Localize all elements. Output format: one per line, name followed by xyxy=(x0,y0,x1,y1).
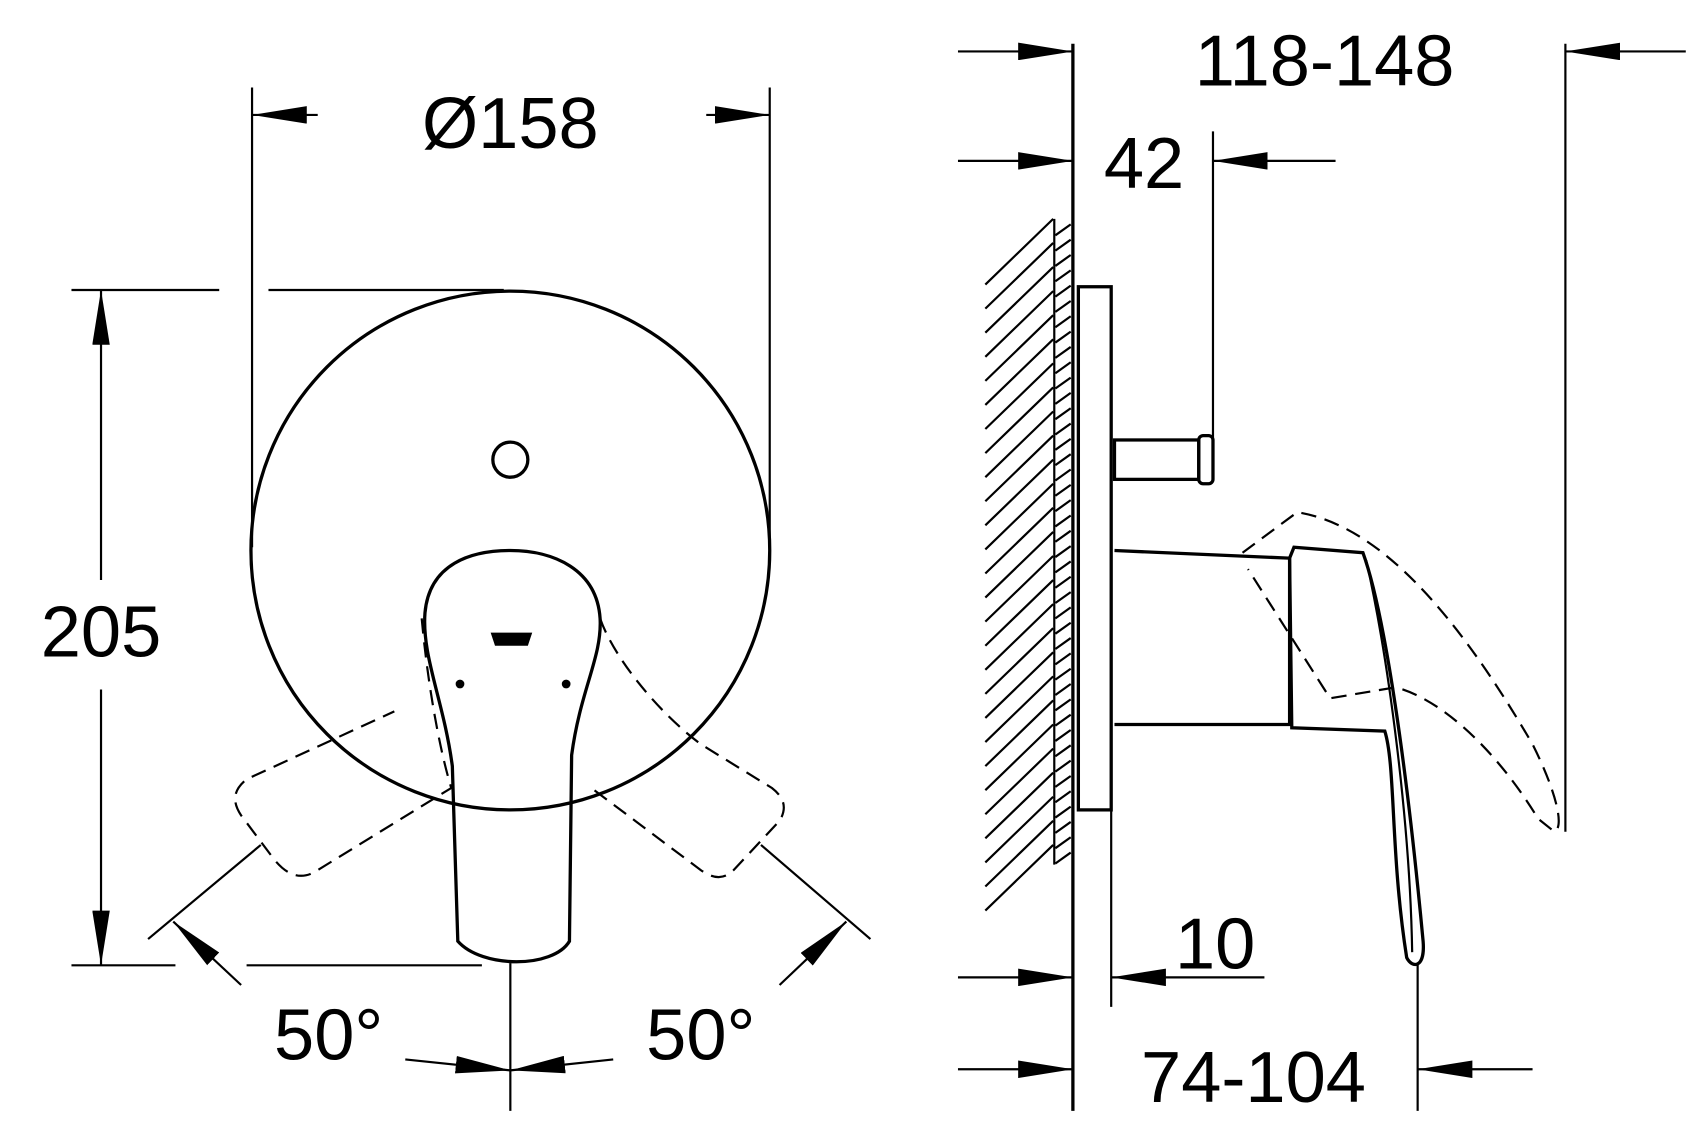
hatch-line xyxy=(1054,499,1072,512)
lever-label: 74-104 xyxy=(1141,1038,1366,1118)
hatch-line xyxy=(1054,392,1072,405)
hatch-line xyxy=(1054,238,1072,252)
hatch-line xyxy=(1054,422,1072,436)
hatch-line xyxy=(1054,407,1072,421)
diameter-label: Ø158 xyxy=(422,84,599,164)
hatch-line xyxy=(984,579,1054,647)
hatch-line xyxy=(984,651,1054,719)
hatch-line xyxy=(1054,652,1072,666)
hatch-line xyxy=(1054,361,1072,375)
hatch-line xyxy=(984,434,1054,503)
hatch-line xyxy=(1054,300,1072,313)
hatch-line xyxy=(1054,713,1072,727)
hatch-line xyxy=(984,242,1054,310)
cover-plate-side xyxy=(1076,285,1113,812)
hatch-line xyxy=(1054,851,1072,865)
hatch-line xyxy=(1054,437,1072,451)
valve-body xyxy=(1114,548,1292,727)
hatch-line xyxy=(984,482,1054,551)
lever-side-raised xyxy=(1241,511,1560,834)
lever-right-rotated xyxy=(590,618,785,879)
hatch-line xyxy=(1054,821,1072,834)
hatch-line xyxy=(984,290,1054,358)
hatch-line xyxy=(1054,254,1072,267)
hatch-line xyxy=(1054,346,1072,359)
hatch-line xyxy=(984,314,1054,382)
hatch-line xyxy=(1054,790,1072,804)
lever-left-rotated xyxy=(234,618,453,877)
hatch-line xyxy=(1054,269,1072,283)
hatch-line xyxy=(984,723,1054,791)
hatch-line xyxy=(984,458,1054,527)
hatch-line xyxy=(984,507,1054,575)
hatch-line xyxy=(1054,514,1072,528)
hatch-line xyxy=(1054,591,1072,604)
hatch-line xyxy=(1054,683,1072,696)
hatch-line xyxy=(984,795,1054,864)
angle-right-label: 50° xyxy=(646,995,755,1075)
hatch-line xyxy=(1054,376,1072,390)
hatch-line xyxy=(1054,545,1072,558)
hatch-line xyxy=(984,362,1054,430)
hatch-line xyxy=(984,675,1054,743)
hatch-line xyxy=(984,531,1054,599)
diverter-stem xyxy=(1112,438,1201,482)
hatch-line xyxy=(1054,621,1072,635)
hatch-line xyxy=(984,410,1054,478)
cover-plate xyxy=(249,289,772,812)
hatch-line xyxy=(1054,223,1072,237)
angle-left-label: 50° xyxy=(274,995,383,1075)
hatch-line xyxy=(984,627,1054,695)
hatch-line xyxy=(1054,560,1072,574)
hatch-line xyxy=(1054,744,1072,758)
hatch-line xyxy=(984,555,1054,623)
hatch-line xyxy=(1054,667,1072,681)
hatch-line xyxy=(1054,775,1072,788)
front-view: Ø158 205 50° 50° xyxy=(41,84,872,1111)
hatch-line xyxy=(1054,483,1072,497)
height-label: 205 xyxy=(41,593,162,673)
hatch-line xyxy=(984,386,1054,454)
hatch-line xyxy=(984,603,1054,671)
hatch-line xyxy=(984,218,1054,286)
handle-dot-right xyxy=(561,679,571,689)
plate-label: 10 xyxy=(1175,905,1255,985)
hatch-line xyxy=(984,266,1054,334)
hatch-line xyxy=(1054,698,1072,712)
handle-dot-left xyxy=(455,679,465,689)
hatch-line xyxy=(1054,729,1072,742)
hatch-line xyxy=(1054,330,1072,344)
side-view: 118-148 42 10 74-104 xyxy=(957,21,1686,1118)
hatch-line xyxy=(984,771,1054,840)
hatch-line xyxy=(984,844,1054,912)
hatch-line xyxy=(1054,284,1072,298)
lever-side xyxy=(1287,545,1425,967)
handle-badge xyxy=(490,632,533,646)
hatch-line xyxy=(984,338,1054,406)
hatch-line xyxy=(984,699,1054,767)
projection-label: 118-148 xyxy=(1195,21,1455,101)
hatch-line xyxy=(1054,805,1072,819)
hatch-line xyxy=(1054,575,1072,589)
hatch-line xyxy=(1054,529,1072,543)
stem-label: 42 xyxy=(1104,124,1184,204)
diverter-hole xyxy=(491,440,530,479)
hatch-line xyxy=(1054,836,1072,850)
hatch-line xyxy=(984,747,1054,816)
wall-hatching xyxy=(984,218,1072,912)
hatch-line xyxy=(1054,468,1072,482)
hatch-line xyxy=(1054,759,1072,773)
hatch-line xyxy=(1054,315,1072,329)
hatch-line xyxy=(1054,637,1072,650)
hatch-line xyxy=(984,820,1054,888)
hatch-line xyxy=(1054,453,1072,467)
hatch-line xyxy=(1054,606,1072,620)
lever-handle xyxy=(423,548,602,964)
diverter-knob xyxy=(1197,433,1215,486)
